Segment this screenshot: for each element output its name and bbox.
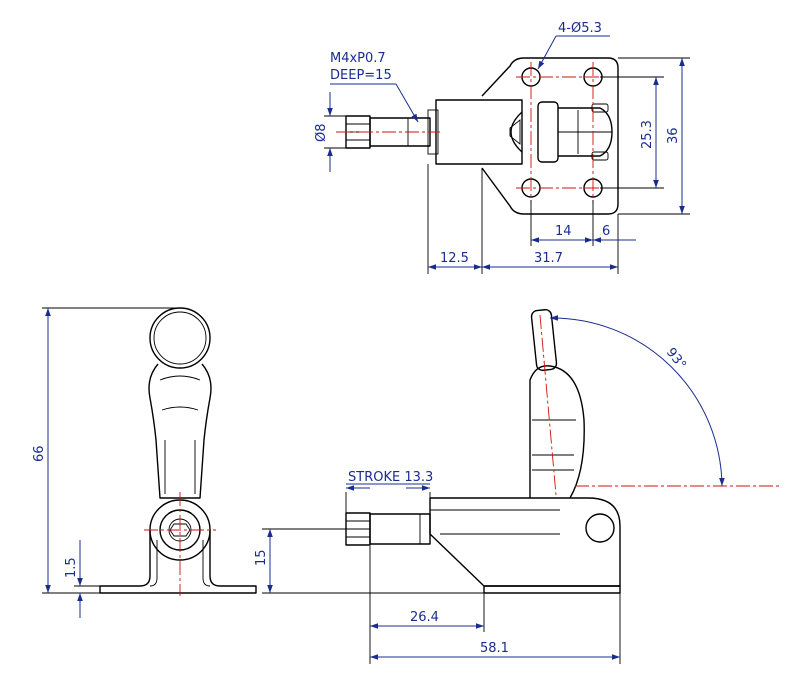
- side-pivot-pin: [585, 513, 615, 543]
- top-view: 4-Ø5.3 M4xP0.7 DEEP=15 Ø8 25.3 36 14 6: [314, 21, 690, 274]
- dim-66-label: 66: [32, 445, 47, 462]
- dim-26-4-label: 26.4: [410, 610, 439, 625]
- side-handle: [529, 365, 585, 499]
- side-body: [429, 497, 621, 587]
- top-handle: [537, 101, 559, 163]
- dim-12-5-label: 12.5: [440, 251, 469, 266]
- top-base-plate: [481, 57, 619, 215]
- front-grip-outer: [149, 307, 211, 369]
- dim-6-label: 6: [602, 224, 610, 239]
- side-view: 93° STROKE 13.3 15 26.4 58.1: [254, 309, 782, 664]
- front-arm: [148, 363, 212, 499]
- dim-1-5-label: 1.5: [64, 557, 79, 578]
- angle-label: 93°: [663, 345, 689, 372]
- dim-58-1-label: 58.1: [480, 641, 509, 656]
- thread-depth-label: DEEP=15: [330, 68, 392, 83]
- side-base-plate: [483, 585, 621, 594]
- top-centerlines: [336, 62, 608, 204]
- front-bracket: [99, 530, 257, 594]
- front-view: 66 1.5: [32, 307, 257, 618]
- dim-36-label: 36: [666, 127, 681, 144]
- hole-spec-label: 4-Ø5.3: [558, 21, 602, 36]
- dim-15-label: 15: [254, 549, 269, 566]
- dim-14-label: 14: [555, 224, 572, 239]
- top-mounting-holes: [521, 67, 603, 198]
- side-plunger-shaft: [369, 513, 431, 545]
- dim-31-7-label: 31.7: [534, 251, 563, 266]
- top-body: [435, 99, 523, 165]
- dim-25-3-label: 25.3: [640, 120, 655, 149]
- thread-spec-label: M4xP0.7: [330, 51, 386, 66]
- stroke-label: STROKE 13.3: [348, 470, 433, 485]
- shaft-diameter-label: Ø8: [314, 123, 329, 142]
